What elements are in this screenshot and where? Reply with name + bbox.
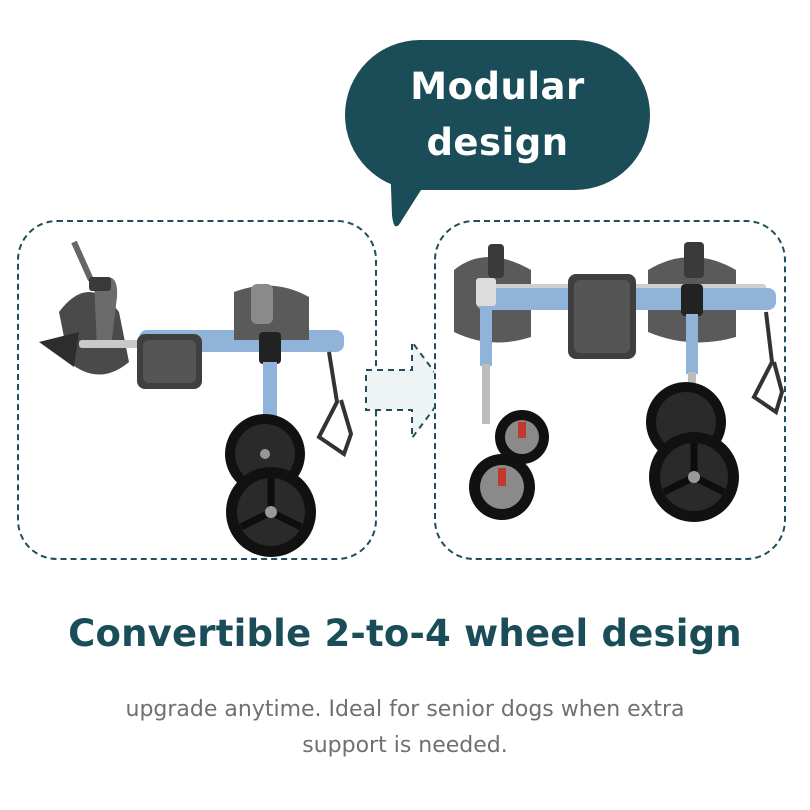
subtext: upgrade anytime. Ideal for senior dogs w…: [40, 692, 770, 764]
four-wheel-wheelchair-image: [454, 242, 784, 522]
front-caster-bottom: [469, 454, 535, 520]
subtext-line-1: upgrade anytime. Ideal for senior dogs w…: [125, 697, 685, 722]
rear-wheel-front: [649, 432, 739, 522]
rear-wheel-front: [226, 467, 316, 557]
speech-bubble-tail-icon: [390, 160, 440, 227]
bubble-line-2: design: [426, 121, 569, 164]
subtext-line-2: support is needed.: [302, 733, 508, 758]
right-arrow-icon: [365, 340, 450, 440]
headline: Convertible 2-to-4 wheel design: [68, 612, 742, 655]
front-caster-top: [495, 410, 549, 464]
two-wheel-wheelchair-image: [39, 240, 354, 557]
front-harness-illustration: [39, 240, 129, 375]
four-wheel-wheelchair-panel: [434, 220, 786, 560]
two-wheel-wheelchair-panel: [17, 220, 377, 560]
bubble-line-1: Modular: [410, 65, 585, 108]
